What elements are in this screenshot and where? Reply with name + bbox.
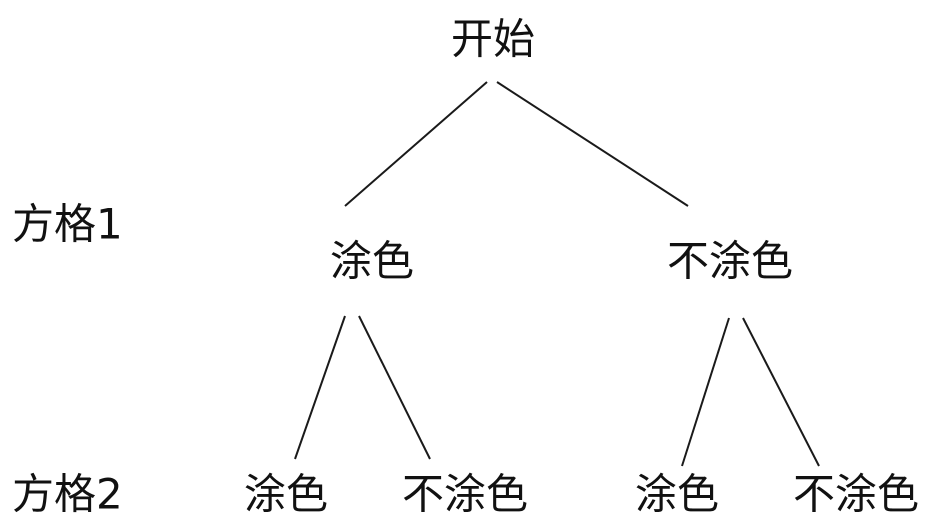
row-label-level2: 方格2 bbox=[12, 470, 123, 519]
node-level1-nopaint: 不涂色 bbox=[667, 237, 793, 286]
edge-root-to-paint bbox=[344, 81, 488, 207]
node-level2-paint-paint: 涂色 bbox=[244, 470, 328, 519]
row-label-level1: 方格1 bbox=[12, 200, 123, 249]
node-root: 开始 bbox=[451, 15, 535, 64]
edge-paint-to-paint bbox=[294, 315, 346, 460]
edge-nopaint-to-nopaint bbox=[742, 317, 820, 467]
node-level2-nopaint-paint: 涂色 bbox=[635, 470, 719, 519]
edge-nopaint-to-paint bbox=[681, 317, 730, 467]
node-level2-nopaint-nopaint: 不涂色 bbox=[793, 470, 919, 519]
edge-paint-to-nopaint bbox=[358, 315, 431, 460]
node-level1-paint: 涂色 bbox=[330, 237, 414, 286]
edge-root-to-nopaint bbox=[496, 81, 689, 207]
node-level2-paint-nopaint: 不涂色 bbox=[402, 470, 528, 519]
